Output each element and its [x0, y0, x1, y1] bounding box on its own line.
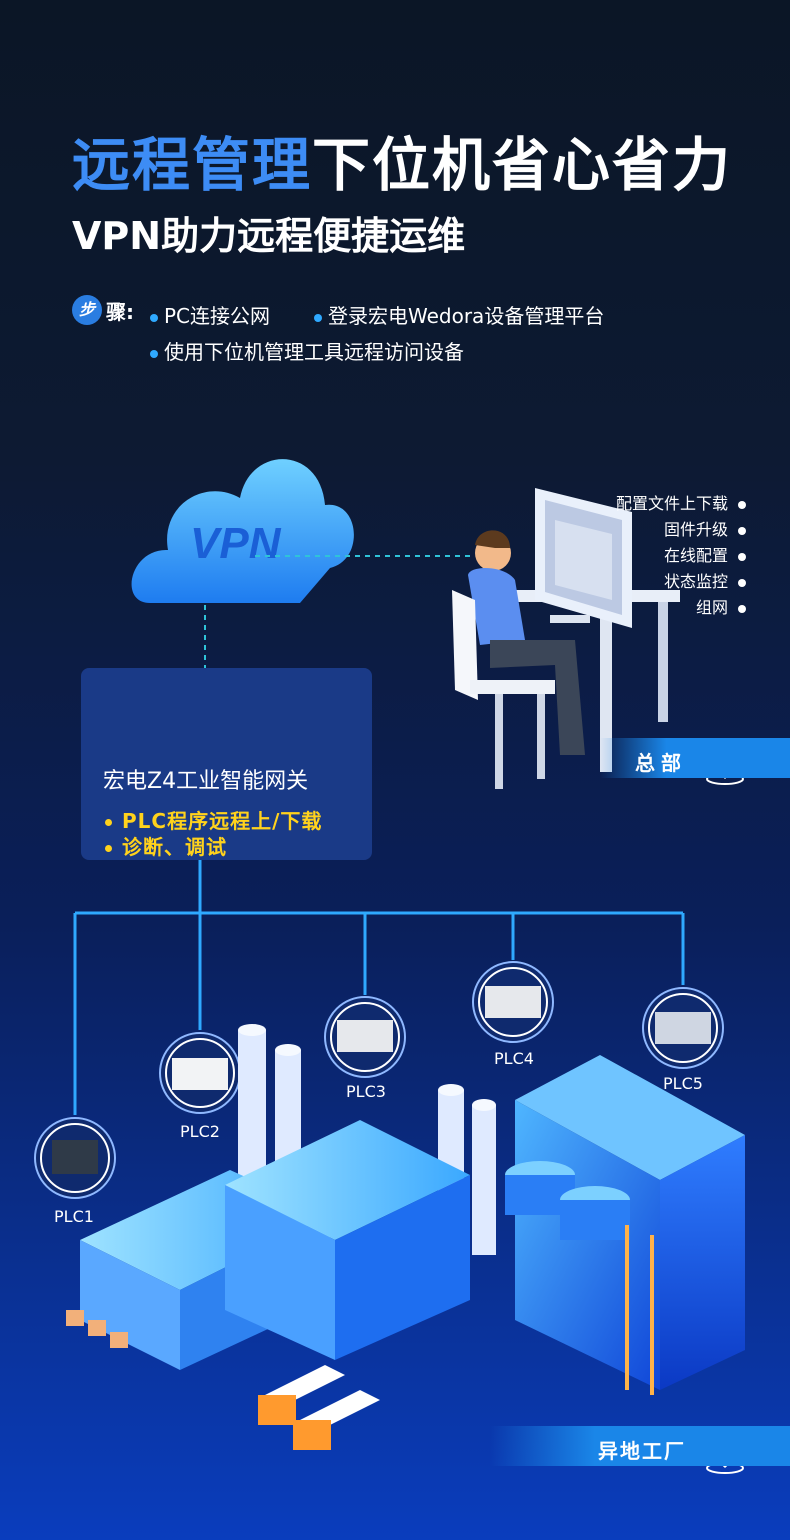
hq-banner: 总部 [600, 738, 790, 778]
headline-rest: 下位机省心省力 [312, 131, 733, 199]
step-item-1: PC连接公网 [150, 300, 270, 329]
steps-label: 骤: [106, 299, 134, 324]
hq-feature-item: 固件升级 [616, 516, 746, 542]
plc-icons [34, 961, 724, 1199]
plc-1-label: PLC1 [54, 1207, 94, 1226]
bullet-icon [314, 313, 322, 322]
plc-3-label: PLC3 [346, 1082, 386, 1101]
plc-2-label: PLC2 [180, 1122, 220, 1141]
plc-1-image [34, 1117, 116, 1199]
bullet-icon [150, 313, 158, 322]
plc-4-label: PLC4 [494, 1049, 534, 1068]
bullet-icon [150, 349, 158, 358]
steps: 步骤: [72, 295, 134, 325]
hq-desk-scene [452, 488, 680, 789]
hq-banner-label: 总部 [635, 751, 687, 775]
headline: 远程管理下位机省心省力 [72, 118, 732, 202]
factory-banner: 异地工厂 [490, 1426, 790, 1466]
subheadline: VPN助力远程便捷运维 [72, 214, 466, 258]
network-lines [73, 860, 685, 1115]
factory-banner-label: 异地工厂 [598, 1439, 686, 1463]
hq-feature-list: 配置文件上下载 固件升级 在线配置 状态监控 组网 [616, 490, 746, 620]
gateway-name: 宏电Z4工业智能网关 [103, 769, 309, 794]
gateway-feature-2: 诊断、调试 [105, 831, 227, 860]
hq-feature-item: 组网 [616, 594, 746, 620]
plc-4-image [472, 961, 554, 1043]
plc-5-image [642, 987, 724, 1069]
step-item-2: 登录宏电Wedora设备管理平台 [314, 300, 604, 329]
factory-illustration [66, 1024, 745, 1450]
cloud-icon: VPN [131, 459, 354, 603]
hq-feature-item: 状态监控 [616, 568, 746, 594]
step-item-text: 登录宏电Wedora设备管理平台 [328, 304, 605, 328]
gateway-feature-1: PLC程序远程上/下载 [105, 805, 322, 834]
headline-highlight: 远程管理 [72, 131, 313, 199]
step-item-text: 使用下位机管理工具远程访问设备 [164, 340, 464, 364]
plc-5-label: PLC5 [663, 1074, 703, 1093]
cloud-text: VPN [190, 519, 282, 568]
steps-badge: 步 [72, 295, 102, 325]
plc-3-image [324, 996, 406, 1078]
gateway-panel: 宏电Z4工业智能网关 PLC程序远程上/下载 诊断、调试 [81, 668, 372, 860]
step-item-text: PC连接公网 [164, 304, 271, 328]
hq-feature-item: 配置文件上下载 [616, 490, 746, 516]
hq-feature-item: 在线配置 [616, 542, 746, 568]
step-item-3: 使用下位机管理工具远程访问设备 [150, 336, 464, 365]
plc-2-image [159, 1032, 241, 1114]
